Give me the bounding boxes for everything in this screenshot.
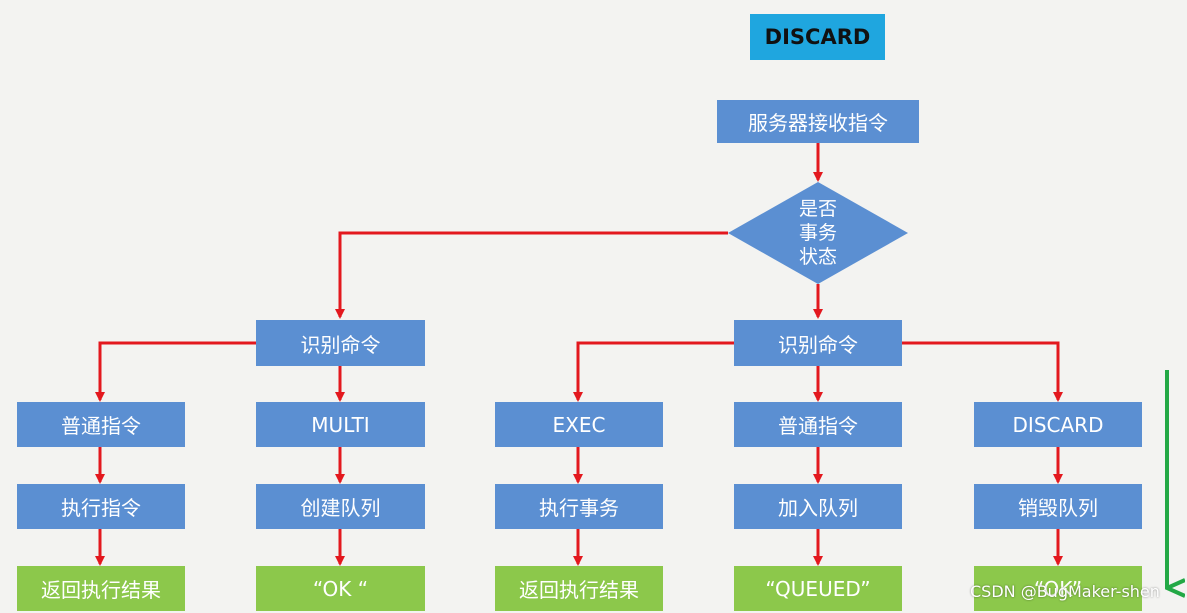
arrow-right-identify-to-exec bbox=[573, 341, 734, 402]
decision-diamond bbox=[728, 182, 908, 284]
multi-command-box: MULTI bbox=[256, 402, 425, 447]
decision-line-1: 是否 bbox=[798, 198, 837, 220]
exec-result-box: 返回执行结果 bbox=[495, 566, 663, 611]
left-normal-command-box: 普通指令 bbox=[17, 402, 185, 447]
csdn-watermark: CSDN @BugMaker-shen bbox=[970, 582, 1160, 601]
arrow-decision-to-left-identify bbox=[335, 231, 728, 319]
receive-command-box: 服务器接收指令 bbox=[717, 100, 919, 143]
right-identify-command-box: 识别命令 bbox=[734, 320, 902, 366]
execute-transaction-box: 执行事务 bbox=[495, 484, 663, 529]
arrow-left-identify-to-normal bbox=[95, 341, 256, 402]
create-queue-box: 创建队列 bbox=[256, 484, 425, 529]
discard-ok-result-box: “OK” bbox=[974, 566, 1142, 611]
left-identify-command-box: 识别命令 bbox=[256, 320, 425, 366]
arrow-right-identify-to-discard bbox=[902, 341, 1063, 402]
transaction-state-decision-label: 是否 事务 状态 bbox=[728, 182, 908, 284]
left-result-box: 返回执行结果 bbox=[17, 566, 185, 611]
decision-line-2: 事务 bbox=[798, 222, 837, 244]
queued-result-box: “QUEUED” bbox=[734, 566, 902, 611]
execute-command-box: 执行指令 bbox=[17, 484, 185, 529]
decision-line-3: 状态 bbox=[798, 246, 837, 268]
multi-ok-result-box: “OK “ bbox=[256, 566, 425, 611]
enqueue-box: 加入队列 bbox=[734, 484, 902, 529]
right-normal-command-box: 普通指令 bbox=[734, 402, 902, 447]
exec-command-box: EXEC bbox=[495, 402, 663, 447]
discard-command-box: DISCARD bbox=[974, 402, 1142, 447]
discard-title-box: DISCARD bbox=[750, 14, 885, 60]
destroy-queue-box: 销毁队列 bbox=[974, 484, 1142, 529]
